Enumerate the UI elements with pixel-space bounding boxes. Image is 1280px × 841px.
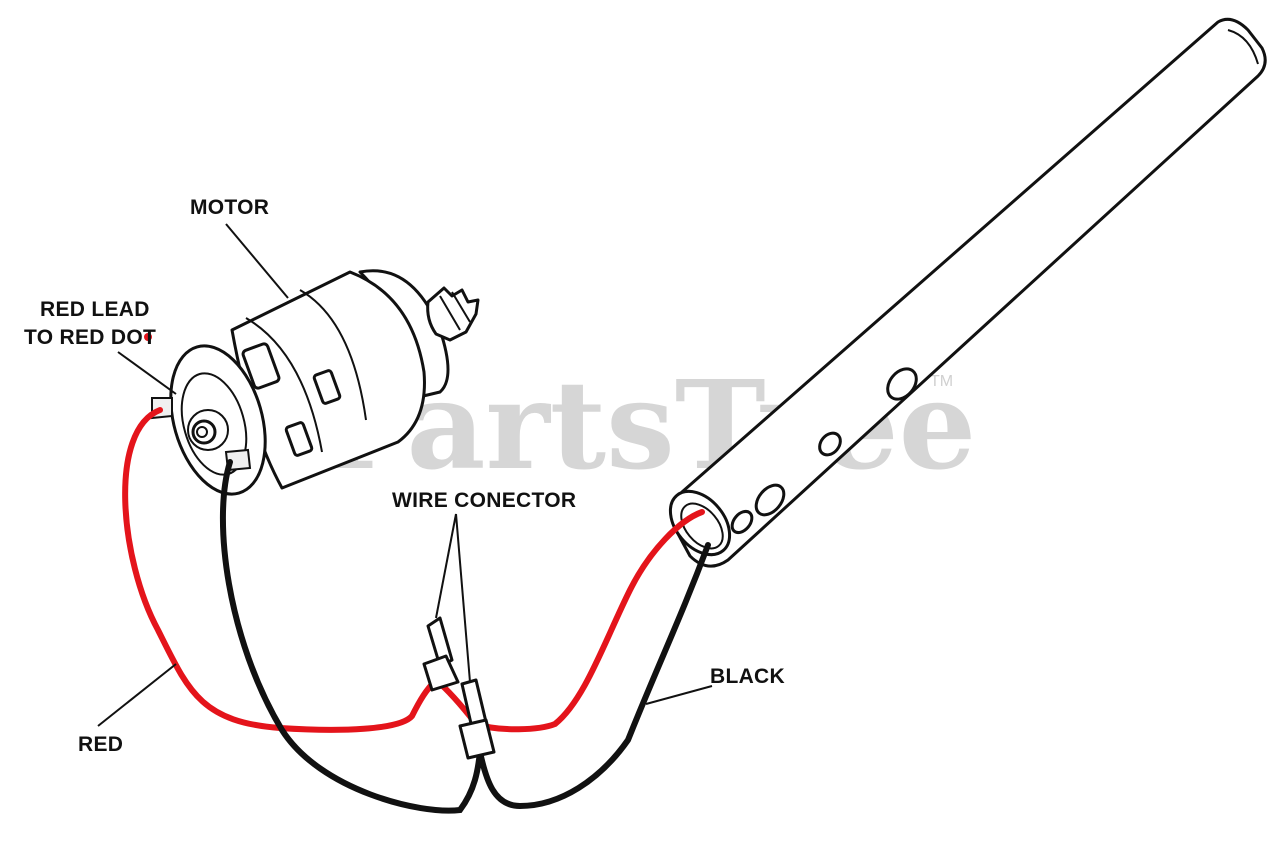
handle-tube <box>668 17 1267 568</box>
tube-hole <box>730 509 754 535</box>
wire-connector-upper <box>422 616 460 692</box>
red-dot-icon <box>144 333 152 341</box>
wire-connector-lower <box>458 678 496 760</box>
connector-leader-line-2 <box>455 513 471 683</box>
black-leader-line <box>645 685 713 705</box>
tube-hole <box>886 367 918 401</box>
red-wire <box>122 407 705 733</box>
wire-connector-label: WIRE CONECTOR <box>392 489 576 512</box>
connector-leader-line-1 <box>435 513 457 619</box>
red-lead-label-line1: RED LEAD <box>40 298 150 321</box>
red-label: RED <box>78 733 123 756</box>
tube-hole <box>818 431 842 457</box>
watermark-tm: TM <box>930 373 953 390</box>
motor-body <box>151 269 480 496</box>
tube-hole <box>754 483 786 517</box>
black-label: BLACK <box>710 665 785 688</box>
motor-label: MOTOR <box>190 196 269 219</box>
red-lead-leader-line <box>117 351 177 395</box>
red-leader-line <box>97 663 177 727</box>
red-lead-label-line2: TO RED DOT <box>24 326 156 349</box>
motor-leader-line <box>225 223 289 299</box>
